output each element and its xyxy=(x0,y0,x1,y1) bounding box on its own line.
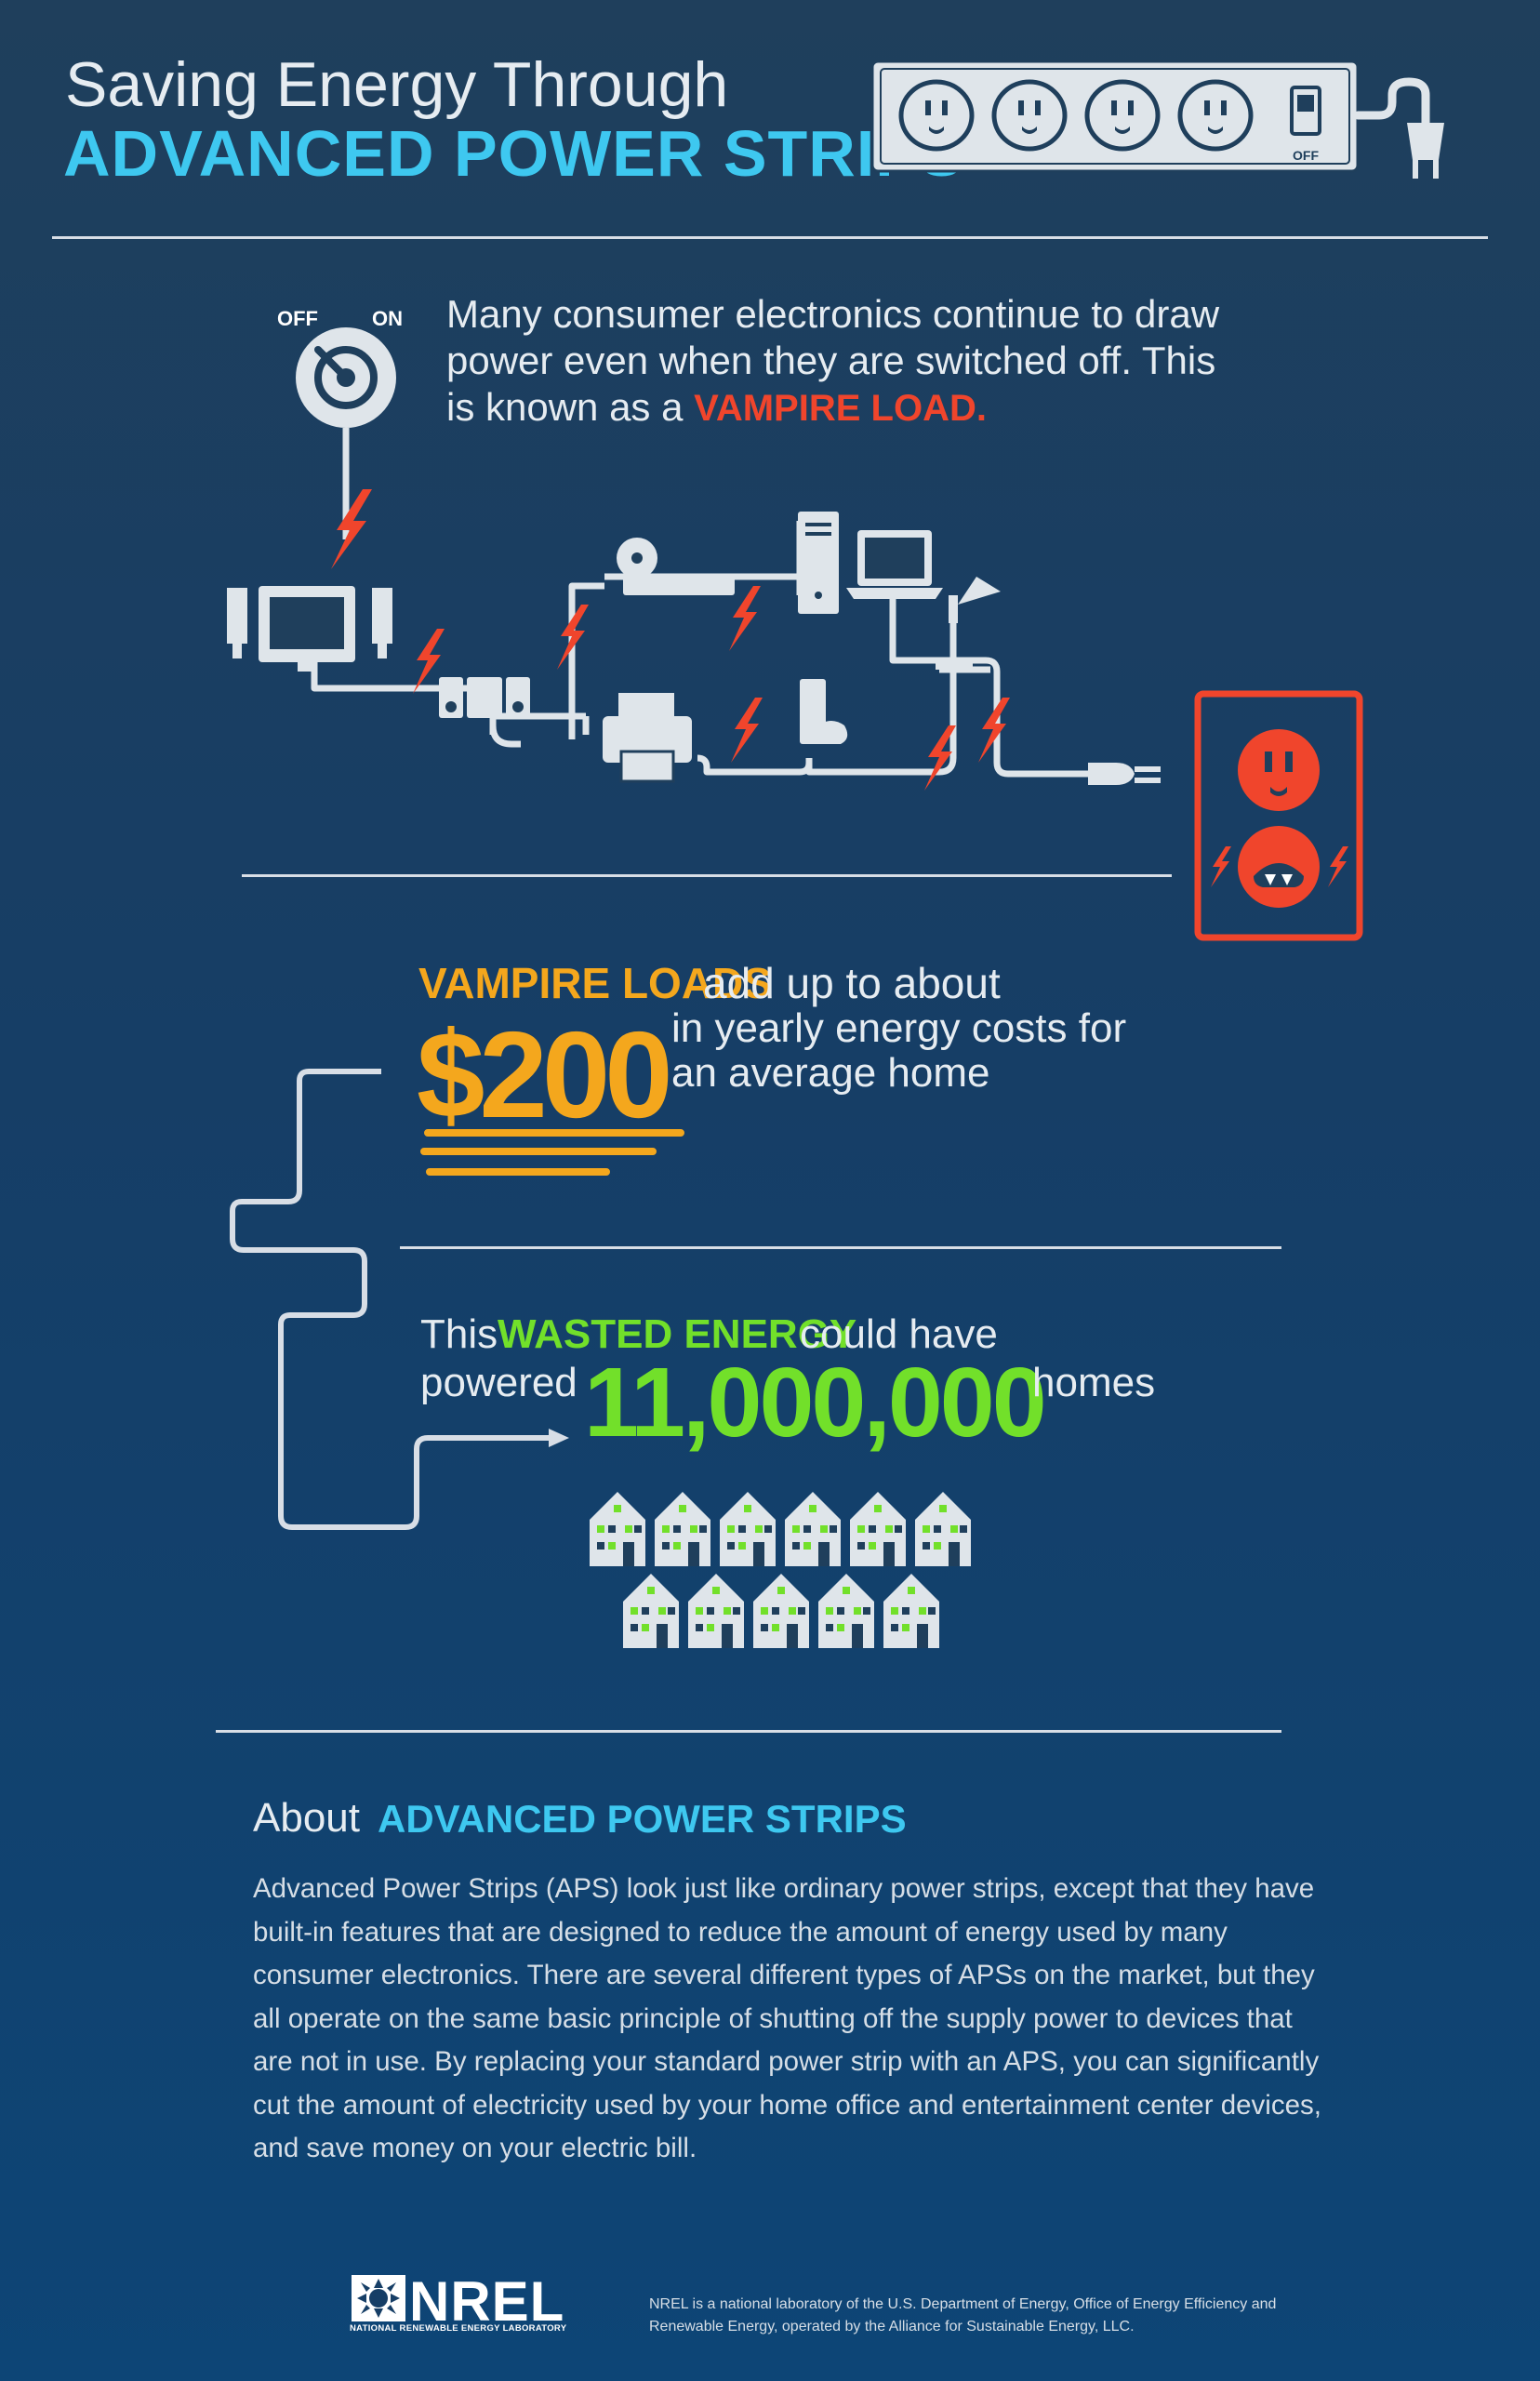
speaker-icon xyxy=(227,588,392,658)
vampire-loads-highlight: VAMPIRE LOADS xyxy=(418,959,772,1007)
homes-word: homes xyxy=(1032,1360,1156,1405)
strip-switch-label: OFF xyxy=(1293,148,1319,163)
dvd-player-icon xyxy=(617,538,735,595)
houses-group xyxy=(590,1492,971,1648)
printer-icon xyxy=(603,693,692,783)
wasted-prefix: This xyxy=(420,1311,498,1357)
underline-scribble xyxy=(420,1129,684,1176)
section-divider-2 xyxy=(400,1246,1281,1249)
cost-amount: $200 xyxy=(417,1006,673,1143)
about-heading-prefix: About xyxy=(253,1795,360,1841)
nrel-logo-subtitle: NATIONAL RENEWABLE ENERGY LABORATORY xyxy=(350,2323,567,2334)
nrel-logo-text: NREL xyxy=(409,2270,565,2333)
header-divider xyxy=(52,236,1488,239)
plug-icon xyxy=(1088,763,1161,785)
cost-text-block: in yearly energy costs for an average ho… xyxy=(671,1006,1155,1096)
homes-number: 11,000,000 xyxy=(584,1348,1047,1457)
about-paragraph: Advanced Power Strips (APS) look just li… xyxy=(253,1873,1321,2163)
section-divider-3 xyxy=(216,1730,1281,1733)
switch-on-label: ON xyxy=(372,307,403,330)
stereo-icon xyxy=(439,677,530,718)
cost-text-line3: an average home xyxy=(671,1050,990,1096)
tv-icon xyxy=(259,586,355,672)
game-console-icon xyxy=(800,679,848,744)
wasted-energy-highlight: WASTED ENERGY xyxy=(498,1311,857,1357)
lightning-bolt-icon xyxy=(331,489,1010,791)
footer-note: NREL is a national laboratory of the U.S… xyxy=(649,2296,1277,2334)
laptop-icon xyxy=(846,530,943,599)
appliance-wiring-diagram xyxy=(227,327,1363,941)
desk-lamp-icon xyxy=(936,577,1001,670)
section-divider-1 xyxy=(242,874,1172,877)
intro-text: Many consumer electronics continue to dr… xyxy=(446,292,1220,429)
dial-switch-icon xyxy=(296,327,396,428)
desktop-tower-icon xyxy=(798,512,839,614)
powered-word: powered xyxy=(420,1360,578,1405)
wasted-suffix: could have xyxy=(800,1311,998,1357)
cost-text-line2: in yearly energy costs for xyxy=(671,1005,1127,1051)
connector-line xyxy=(230,1069,569,1530)
power-strip-icon: OFF xyxy=(870,60,1444,179)
house-icon xyxy=(590,1492,971,1648)
nrel-logo-icon xyxy=(352,2275,405,2321)
cost-text-line1: add up to about xyxy=(703,959,1001,1007)
vampire-intro-text: Many consumer electronics continue to dr… xyxy=(446,291,1246,432)
switch-off-label: OFF xyxy=(277,307,318,330)
vampire-load-highlight: VAMPIRE LOAD. xyxy=(694,388,987,429)
page-title-line2: ADVANCED POWER STRIPS xyxy=(63,117,964,190)
about-heading-highlight: ADVANCED POWER STRIPS xyxy=(378,1797,907,1841)
wall-outlet-icon xyxy=(1194,690,1363,941)
page-title-line1: Saving Energy Through xyxy=(65,49,729,120)
